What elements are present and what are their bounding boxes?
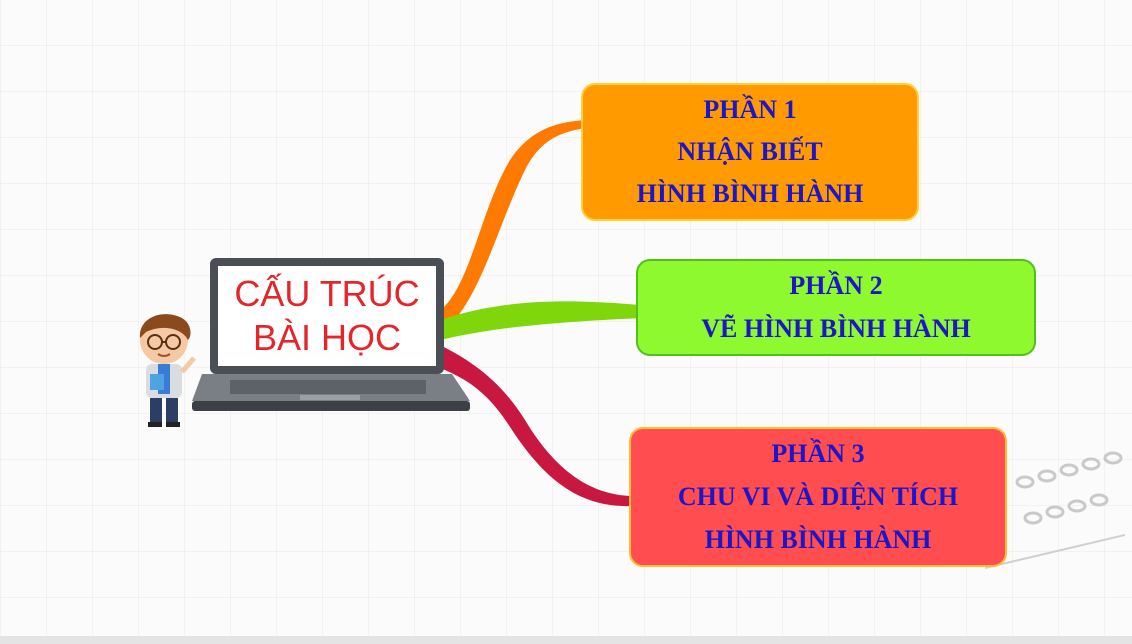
- branch-3-line-2: HÌNH BÌNH HÀNH: [704, 524, 932, 554]
- branch-box-part-3: PHẦN 3 CHU VI VÀ DIỆN TÍCH HÌNH BÌNH HÀN…: [629, 427, 1007, 567]
- central-topic: CẤU TRÚC BÀI HỌC: [222, 272, 432, 360]
- branch-3-line-1: CHU VI VÀ DIỆN TÍCH: [677, 481, 959, 511]
- student-character-icon: [139, 314, 196, 427]
- notebook-spiral-decoration: [985, 451, 1125, 569]
- branch-2-title: PHẦN 2: [789, 271, 883, 301]
- connector-branch-1: [438, 120, 586, 330]
- branch-3-title: PHẦN 3: [771, 439, 865, 469]
- branch-1-title: PHẦN 1: [703, 95, 797, 124]
- branch-2-line-1: VẼ HÌNH BÌNH HÀNH: [701, 313, 971, 343]
- branch-box-part-2: PHẦN 2 VẼ HÌNH BÌNH HÀNH: [636, 259, 1036, 356]
- central-topic-line-2: BÀI HỌC: [252, 317, 402, 358]
- branch-box-part-1: PHẦN 1 NHẬN BIẾT HÌNH BÌNH HÀNH: [581, 83, 919, 221]
- connector-branch-3: [440, 345, 632, 507]
- connector-branch-2: [440, 301, 640, 340]
- branch-1-line-2: HÌNH BÌNH HÀNH: [636, 179, 864, 208]
- laptop-icon: [192, 258, 470, 411]
- bottom-strip: [0, 636, 1132, 644]
- branch-1-line-1: NHẬN BIẾT: [677, 137, 823, 166]
- central-topic-line-1: CẤU TRÚC: [234, 273, 420, 314]
